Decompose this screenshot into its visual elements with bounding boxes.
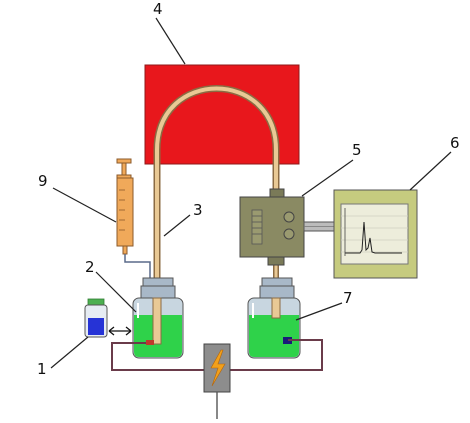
label-5: 5 [352, 141, 362, 159]
label-1: 1 [37, 360, 47, 378]
callout-lines [50, 17, 452, 369]
chromatogram-trace [345, 221, 402, 254]
sample-vial [84, 298, 108, 338]
label-9: 9 [38, 172, 48, 190]
syringe-line [124, 254, 151, 278]
left-bottle [132, 277, 184, 359]
capillary-tube-inner [155, 86, 278, 300]
recorder [333, 189, 418, 279]
right-bottle [247, 277, 301, 359]
lightning-icon [210, 349, 226, 387]
label-3: 3 [193, 201, 203, 219]
syringe [116, 158, 134, 255]
label-4: 4 [153, 0, 163, 18]
detector-box [239, 188, 339, 266]
label-2: 2 [85, 258, 95, 276]
power-supply [203, 343, 231, 419]
label-6: 6 [450, 134, 460, 152]
label-7: 7 [343, 289, 353, 307]
circuit-wire [111, 339, 323, 371]
